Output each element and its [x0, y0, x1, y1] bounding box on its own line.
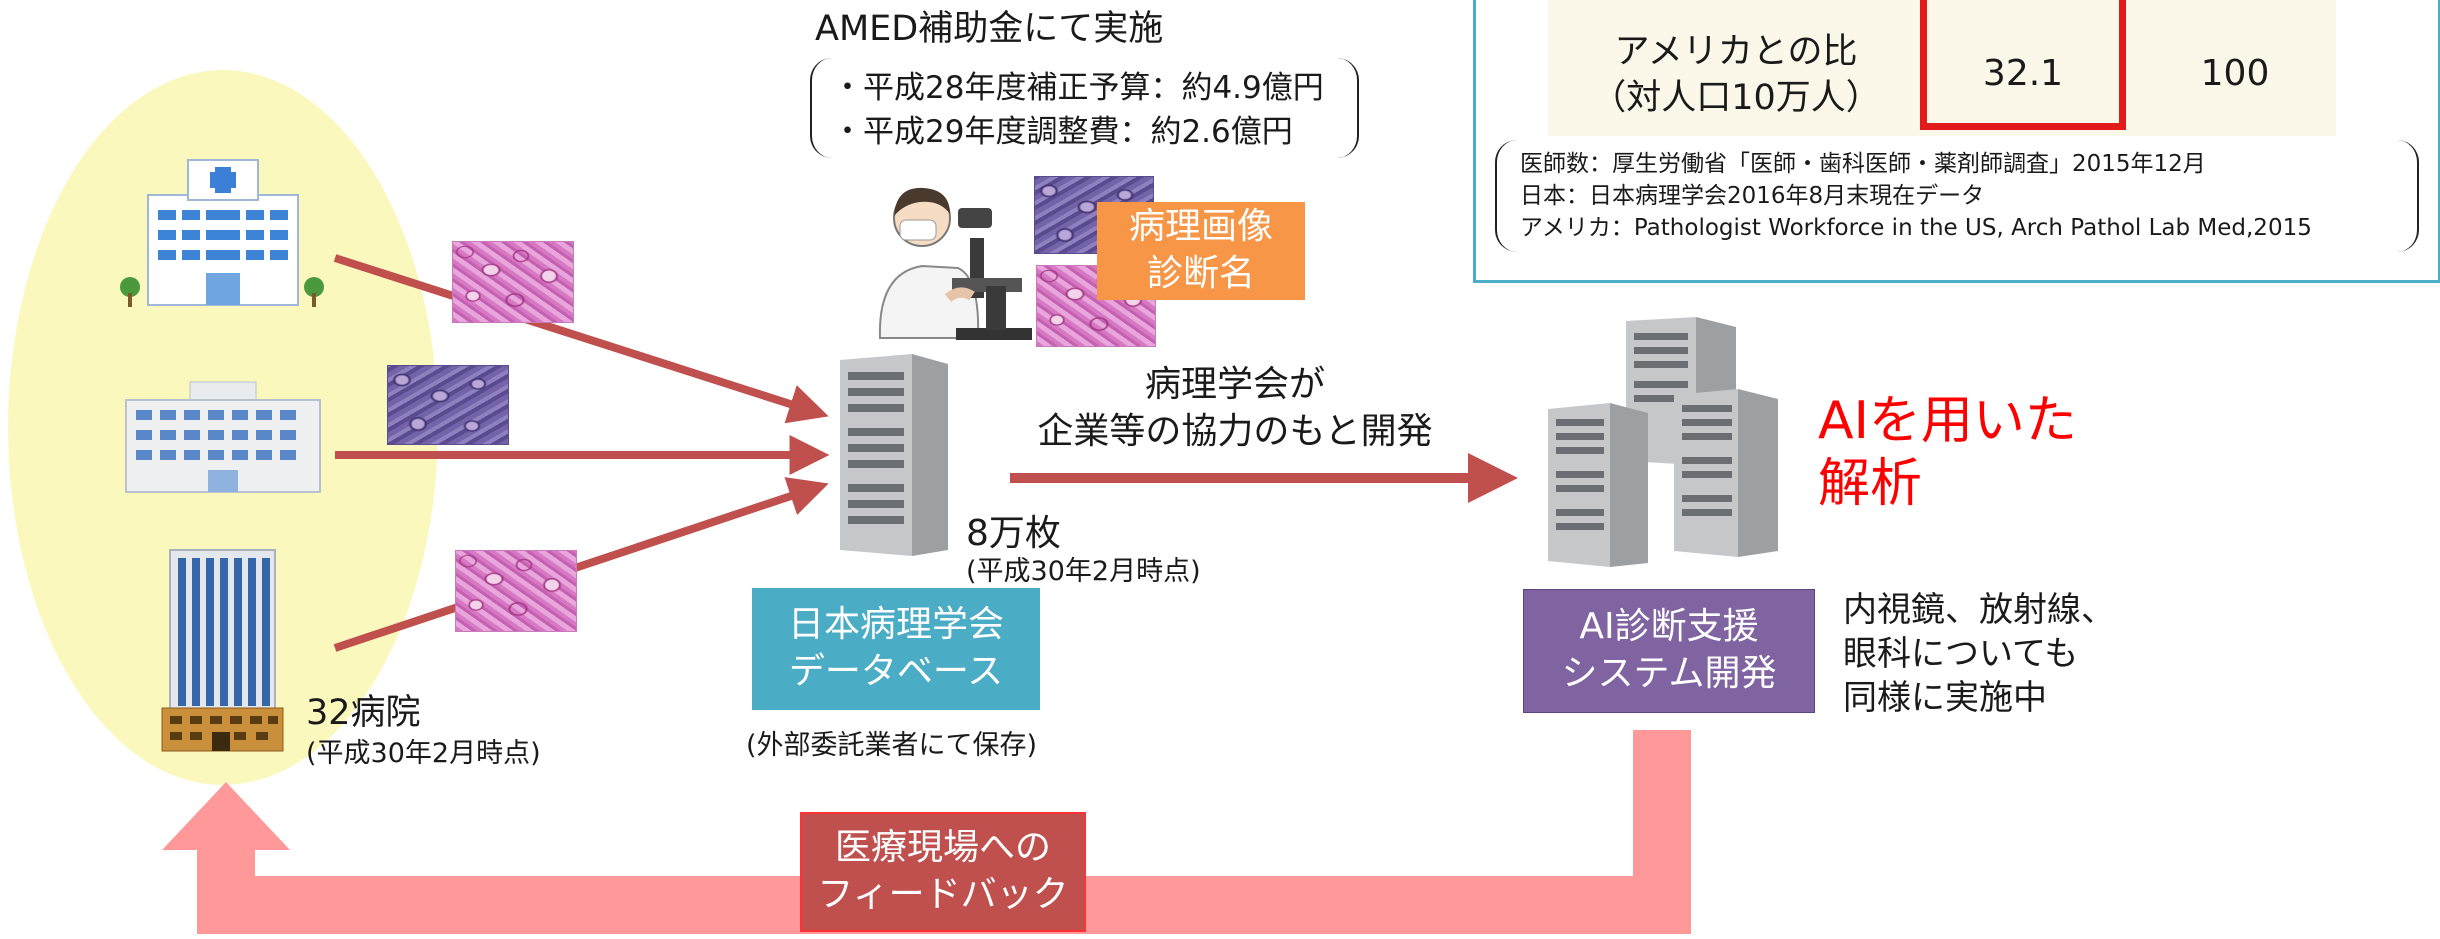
pathology-label-line2: 診断名 — [1146, 253, 1255, 294]
ai-note-line3: 同様に実施中 — [1843, 678, 2047, 718]
ratio-label: アメリカとの比 （対人口10万人） — [1548, 30, 1924, 121]
sources-bracket — [1495, 140, 2419, 252]
ai-other-fields-note: 内視鏡、放射線、 眼科についても 同様に実施中 — [1843, 588, 2115, 720]
pathology-image-label: 病理画像 診断名 — [1097, 202, 1305, 300]
database-box: 日本病理学会 データベース — [752, 588, 1040, 710]
development-label: 病理学会が 企業等の協力のもと開発 — [1010, 362, 1460, 456]
database-server-icon — [840, 354, 948, 556]
ai-box-line1: AI診断支援 — [1579, 606, 1759, 648]
amed-title: AMED補助金にて実施 — [815, 9, 1164, 49]
us-ratio-value: 100 — [2200, 53, 2270, 94]
source-line: 医師数：厚生労働省「医師・歯科医師・薬剤師調査」2015年12月 — [1520, 151, 2206, 177]
ratio-row — [1548, 0, 2336, 136]
image-count-date: (平成30年2月時点) — [966, 556, 1201, 587]
ai-title-line1: AIを用いた — [1818, 391, 2077, 451]
amed-budget-list: ・平成28年度補正予算：約4.9億円 ・平成29年度調整費：約2.6億円 — [832, 66, 1324, 154]
development-line2: 企業等の協力のもと開発 — [1037, 410, 1433, 452]
hospital-building-icon — [120, 159, 324, 307]
ratio-label-line1: アメリカとの比 — [1614, 32, 1858, 72]
source-line: アメリカ：Pathologist Workforce in the US, Ar… — [1520, 215, 2312, 241]
tissue-slide-image — [455, 550, 577, 632]
development-line1: 病理学会が — [1144, 364, 1325, 405]
hospital-building-icon — [125, 381, 321, 493]
database-label-line2: データベース — [788, 651, 1004, 692]
feedback-box: 医療現場への フィードバック — [800, 812, 1086, 932]
feedback-line2: フィードバック — [817, 874, 1069, 915]
storage-note: (外部委託業者にて保存) — [746, 730, 1038, 761]
ai-box-line2: システム開発 — [1561, 653, 1777, 694]
ai-analysis-title: AIを用いた 解析 — [1818, 390, 2077, 517]
ai-note-line2: 眼科についても — [1843, 634, 2079, 674]
hospitals-count: 32病院 — [306, 693, 421, 733]
database-label-line1: 日本病理学会 — [787, 604, 1004, 646]
hospital1-to-db-arrow — [333, 254, 829, 424]
budget-line: ・平成29年度調整費：約2.6億円 — [832, 114, 1293, 150]
source-line: 日本：日本病理学会2016年8月末現在データ — [1520, 183, 1985, 209]
pathology-label-line1: 病理画像 — [1128, 206, 1273, 248]
ratio-label-line2: （対人口10万人） — [1591, 77, 1881, 118]
image-count: 8万枚 — [966, 513, 1061, 554]
japan-highlight-box — [1920, 0, 2126, 130]
hospitals-date: (平成30年2月時点) — [306, 738, 541, 769]
japan-ratio-value: 32.1 — [1982, 53, 2064, 94]
tissue-slide-image — [387, 365, 509, 445]
pathologist-microscope-icon — [878, 187, 1032, 340]
feedback-line1: 医療現場への — [834, 827, 1051, 869]
budget-line: ・平成28年度補正予算：約4.9億円 — [832, 70, 1324, 106]
amed-bracket — [810, 58, 1359, 158]
hospital-building-icon — [161, 549, 284, 752]
ai-title-line2: 解析 — [1818, 454, 1923, 515]
tissue-slide-image — [452, 241, 574, 323]
ai-note-line1: 内視鏡、放射線、 — [1843, 590, 2115, 630]
ai-servers-icon — [1548, 317, 1778, 567]
ai-system-box: AI診断支援 システム開発 — [1523, 589, 1815, 713]
sources-list: 医師数：厚生労働省「医師・歯科医師・薬剤師調査」2015年12月 日本：日本病理… — [1520, 148, 2312, 244]
feedback-arrowhead — [162, 782, 290, 850]
